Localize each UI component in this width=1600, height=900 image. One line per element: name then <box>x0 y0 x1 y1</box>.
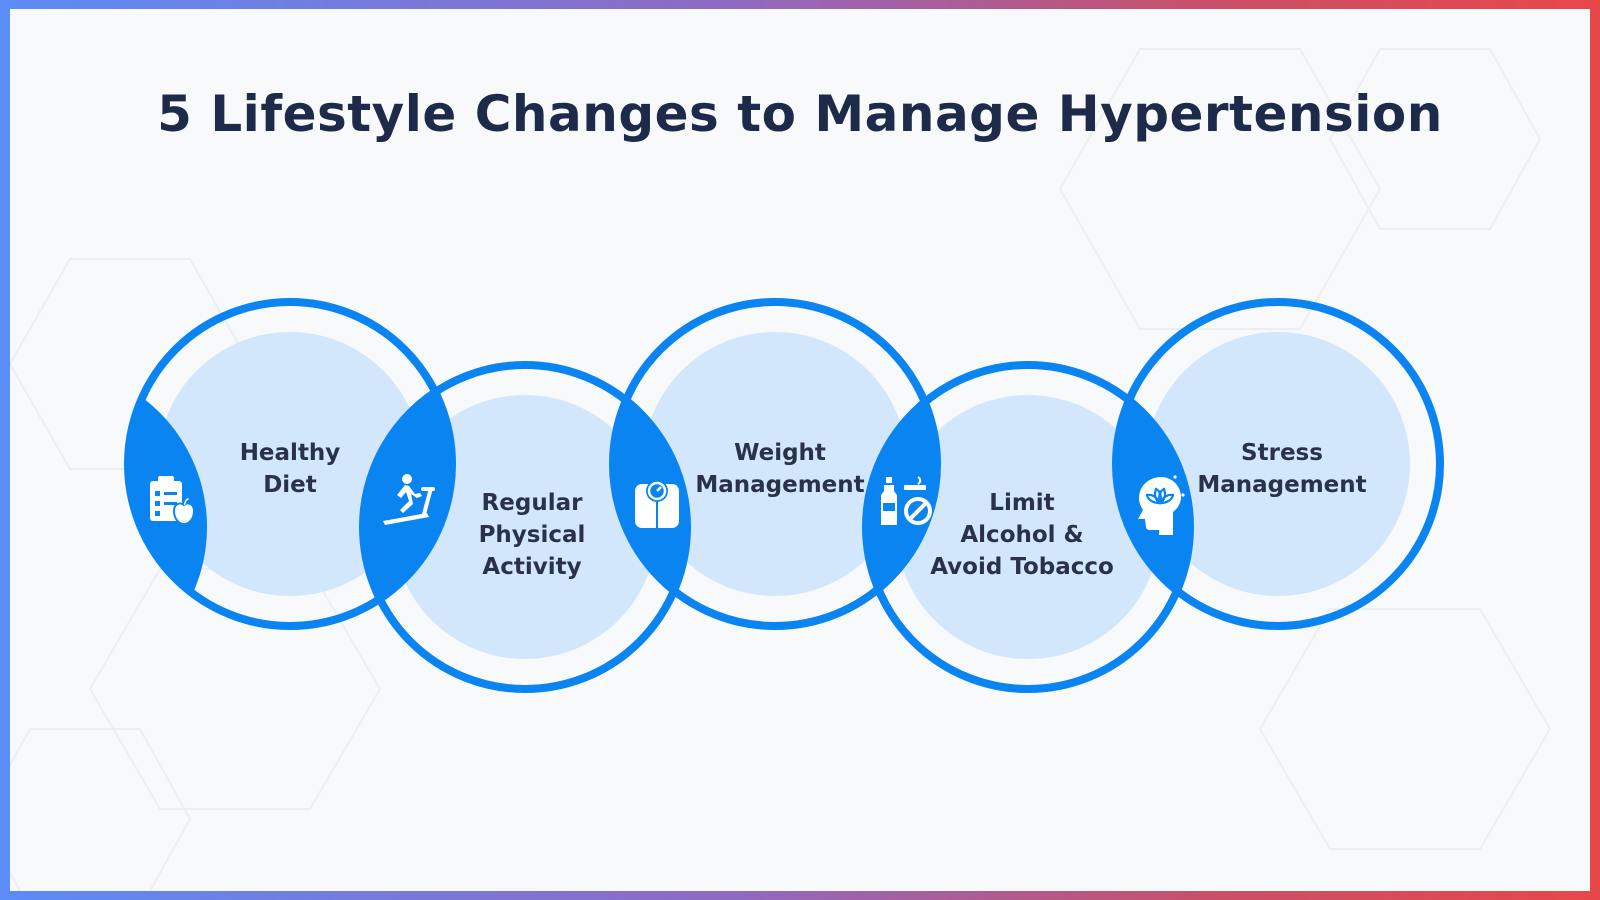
head-lotus-icon <box>1125 471 1189 536</box>
treadmill-runner-icon <box>377 471 441 535</box>
no-alcohol-tobacco-icon <box>876 471 940 535</box>
step-label-line: Diet <box>263 472 317 498</box>
step-circle-fill-5 <box>1146 332 1410 596</box>
page-title: 5 Lifestyle Changes to Manage Hypertensi… <box>157 85 1443 143</box>
step-label-line: Alcohol & <box>960 522 1084 548</box>
step-circle-fill-3 <box>643 332 907 596</box>
step-label-line: Management <box>695 472 865 498</box>
step-ring-3 <box>609 298 941 630</box>
step-ring-1 <box>124 298 456 630</box>
step-label-line: Avoid Tobacco <box>930 554 1114 580</box>
step-label-line: Limit <box>989 490 1055 516</box>
step-ring-5 <box>1112 298 1444 630</box>
overlap-lens-3 <box>866 402 937 589</box>
step-circle-fill-4 <box>896 395 1160 659</box>
infographic-canvas: 5 Lifestyle Changes to Manage Hypertensi… <box>10 9 1590 891</box>
step-label-line: Management <box>1197 472 1367 498</box>
step-circle-fill-1 <box>158 332 422 596</box>
step-circle-fill-2 <box>393 395 657 659</box>
step-ring-2 <box>359 361 691 693</box>
step-label-line: Stress <box>1241 440 1323 466</box>
clipboard-apple-icon <box>140 471 204 535</box>
step-label-line: Weight <box>734 440 826 466</box>
step-label-line: Healthy <box>239 440 341 466</box>
step-label-line: Regular <box>481 490 583 516</box>
step-label-line: Activity <box>482 554 582 580</box>
step-ring-4 <box>862 361 1194 693</box>
weighing-scale-icon <box>625 471 689 535</box>
step-label-line: Physical <box>478 522 586 548</box>
